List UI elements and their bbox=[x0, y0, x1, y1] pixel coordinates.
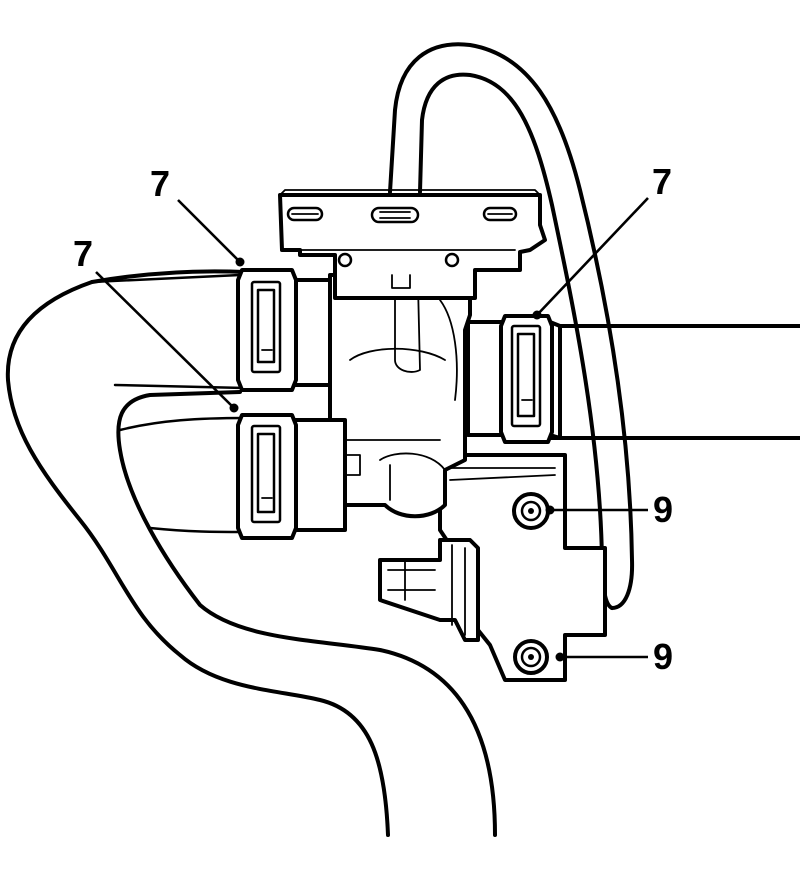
bolt-upper bbox=[512, 492, 550, 530]
upper-left-hose bbox=[90, 269, 247, 390]
upper-left-port bbox=[293, 278, 332, 387]
bolt-lower bbox=[513, 639, 549, 675]
callout-clamp-right: 7 bbox=[652, 161, 672, 202]
lower-left-port bbox=[293, 418, 347, 532]
valve-body bbox=[328, 273, 472, 519]
large-hose bbox=[5, 273, 497, 837]
electrical-connector bbox=[378, 538, 480, 642]
hose-clamp-right bbox=[499, 314, 554, 444]
lower-left-hose bbox=[118, 416, 247, 534]
callout-bolt-upper: 9 bbox=[653, 489, 673, 530]
callout-clamp-upper-left: 7 bbox=[150, 163, 170, 204]
callout-clamp-lower-left: 7 bbox=[73, 233, 93, 274]
hose-clamp-upper-left bbox=[236, 268, 298, 392]
callout-bolt-lower: 9 bbox=[653, 636, 673, 677]
hose-clamp-lower-left bbox=[236, 413, 298, 540]
valve-actuator bbox=[278, 189, 547, 300]
leader-lines bbox=[95, 197, 649, 662]
